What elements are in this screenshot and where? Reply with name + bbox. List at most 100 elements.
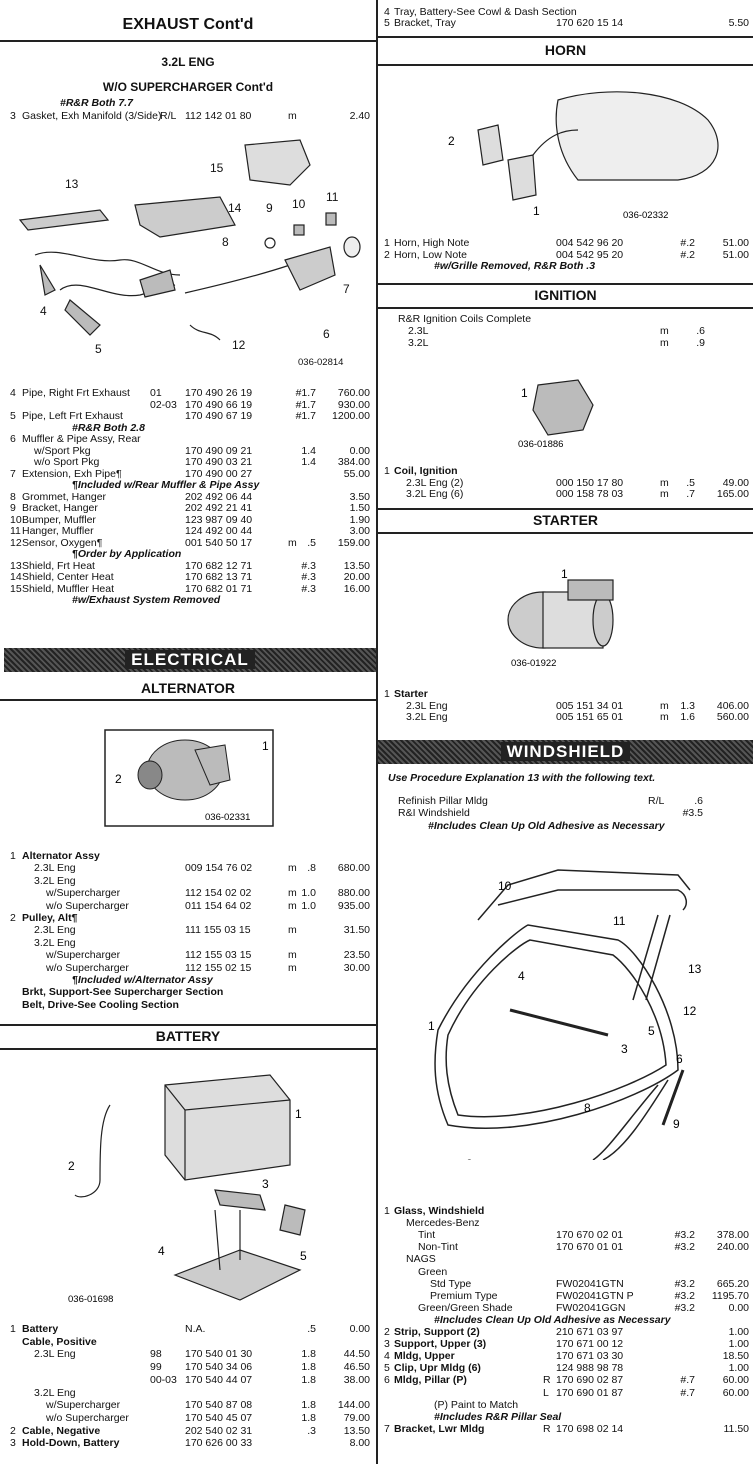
supercharger-subheading: W/O SUPERCHARGER Cont'd xyxy=(102,80,274,94)
cell-part: 170 620 15 14 xyxy=(556,17,624,29)
cell-name: Premium Type xyxy=(430,1289,498,1302)
cell-part: 111 155 03 15 xyxy=(185,924,251,937)
cell-part: 004 542 95 20 xyxy=(556,248,624,261)
figure-code: 036-02814 xyxy=(298,357,343,368)
svg-text:3: 3 xyxy=(621,1042,628,1056)
part-row: ¶Included w/Rear Muffler & Pipe Assy xyxy=(0,479,376,491)
cell-price: 1.00 xyxy=(728,1338,749,1351)
cell-lab: #1.7 xyxy=(295,410,316,422)
cell-part: 112 155 03 15 xyxy=(185,949,252,962)
cell-num: 2 xyxy=(384,248,390,261)
cell-name: w/o Supercharger xyxy=(46,961,129,974)
cell-part: 170 682 13 71 xyxy=(185,571,253,583)
cell-name: Tray, Battery-See Cowl & Dash Section xyxy=(394,6,577,18)
cell-lab: #.2 xyxy=(680,237,695,249)
svg-text:10: 10 xyxy=(498,879,512,893)
cell-name: Bracket, Lwr Mldg xyxy=(394,1422,485,1435)
cell-part: 001 540 50 17 xyxy=(185,536,253,549)
part-row: ¶Order by Application xyxy=(0,548,376,560)
callout-14: 14 xyxy=(228,201,242,215)
callout-15: 15 xyxy=(210,161,224,175)
svg-text:2: 2 xyxy=(448,134,455,148)
figure-code: 036-02332 xyxy=(623,210,668,221)
cell-price: 60.00 xyxy=(722,1386,749,1399)
cell-num: 5 xyxy=(10,410,16,422)
cell-part: 170 540 44 07 xyxy=(185,1373,253,1386)
cell-name: 2.3L Eng (2) xyxy=(406,476,464,489)
cell-part: 170 682 12 71 xyxy=(185,559,253,572)
cell-part: 005 151 65 01 xyxy=(556,711,624,723)
cell-part: 009 154 76 02 xyxy=(185,862,253,875)
cell-part: 170 670 01 01 xyxy=(556,1241,624,1254)
cell-num: 5 xyxy=(384,17,390,29)
cell-name: Shield, Muffler Heat xyxy=(22,582,115,595)
part-row: #R&R Both 2.8 xyxy=(0,422,376,434)
cell-name: Bracket, Hanger xyxy=(22,502,98,514)
cell-lab: .3 xyxy=(307,1424,316,1437)
cell-price: 0.00 xyxy=(349,444,370,457)
cell-name: Shield, Center Heat xyxy=(22,571,114,583)
callout-12: 12 xyxy=(232,338,246,352)
exhaust-diagram: 15 13 14 9 10 11 8 4 7 5 12 6 036-02814 xyxy=(18,139,361,368)
svg-text:1: 1 xyxy=(561,567,568,581)
cell-lab: .6 xyxy=(696,325,705,337)
cell-unit: m xyxy=(288,924,297,937)
cell-unit: m xyxy=(288,887,297,900)
cell-price: 11.50 xyxy=(723,1422,750,1435)
cell-num: 2 xyxy=(10,912,16,924)
cell-lab: .6 xyxy=(694,795,703,807)
cell-yr: 02-03 xyxy=(150,398,177,411)
cell-unit: m xyxy=(660,336,669,349)
cell-rl: R/L xyxy=(648,795,665,807)
part-row: 3.2L Eng xyxy=(0,1387,376,1399)
cell-lab: #3.2 xyxy=(674,1277,695,1290)
cell-part: 170 698 02 14 xyxy=(556,1422,624,1435)
cell-name: Grommet, Hanger xyxy=(22,490,107,503)
cell-unit: m xyxy=(288,536,297,549)
svg-text:6: 6 xyxy=(676,1052,683,1066)
divider xyxy=(378,532,753,534)
cell-name: w/Supercharger xyxy=(46,887,121,900)
cell-name: Extension, Exh Pipe¶ xyxy=(22,467,122,480)
cell-name: 3.2L Eng (6) xyxy=(406,488,464,500)
battery-heading: BATTERY xyxy=(155,1028,221,1044)
cell-part: 202 492 21 41 xyxy=(185,502,253,514)
cell-name: #Includes R&R Pillar Seal xyxy=(434,1410,562,1423)
cell-name: Pipe, Left Frt Exhaust xyxy=(22,410,123,422)
cell-part: 170 540 87 08 xyxy=(185,1399,253,1412)
cell-lab: #.7 xyxy=(680,1374,695,1387)
cell-name: 2.3L xyxy=(408,325,429,337)
figure-code: 036-01922 xyxy=(511,658,556,669)
part-row: #w/Grille Removed, R&R Both .3 xyxy=(378,260,753,272)
callout-7: 7 xyxy=(343,282,350,296)
divider xyxy=(378,283,753,285)
cell-name: ¶Included w/Alternator Assy xyxy=(72,974,213,986)
cell-price: 935.00 xyxy=(337,899,370,912)
cell-name: Mldg, Upper xyxy=(394,1350,455,1363)
cell-price: 49.00 xyxy=(722,476,749,489)
cell-part: 170 490 00 27 xyxy=(185,467,253,480)
cell-unit: m xyxy=(288,862,297,875)
cell-part: 170 490 09 21 xyxy=(185,444,253,457)
cell-price: 1200.00 xyxy=(332,410,370,422)
